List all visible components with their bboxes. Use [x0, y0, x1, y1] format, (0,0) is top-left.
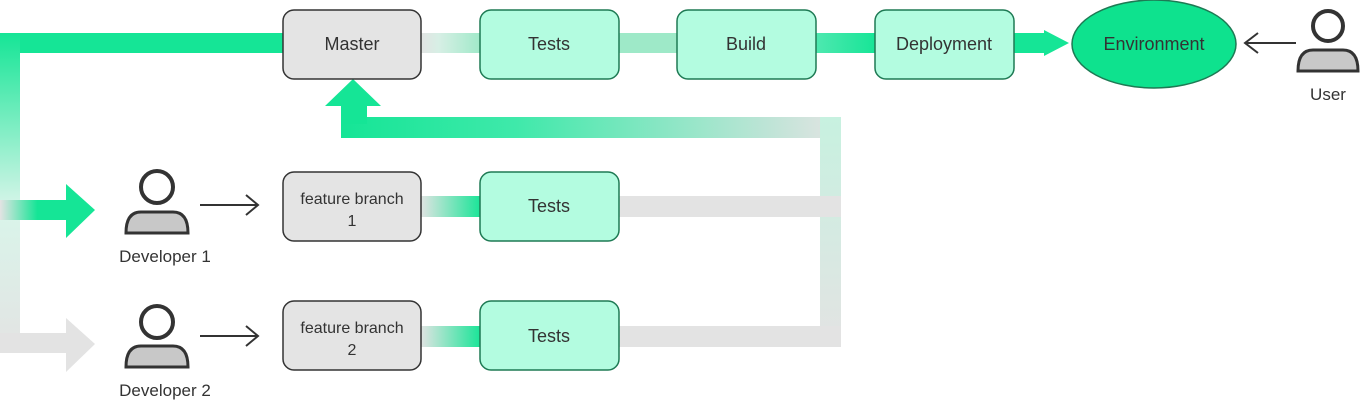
dev2-arrow-icon [200, 325, 260, 347]
arrow-icon [1243, 32, 1296, 54]
top-flow-deploy-env [1012, 33, 1046, 53]
f2-flow-short [420, 326, 482, 347]
feature-branch-1-node: feature branch 1 [282, 171, 422, 242]
build-label: Build [726, 34, 766, 54]
developer2-label: Developer 2 [119, 381, 211, 400]
top-flow-master-tests [420, 33, 482, 53]
dev1-arrow-icon [200, 194, 260, 216]
environment-node: Environment [1071, 0, 1237, 89]
developer1-person-icon [124, 169, 190, 235]
deployment-node: Deployment [874, 9, 1015, 80]
flow-to-dev1 [0, 200, 68, 220]
tests-f2-label: Tests [528, 326, 570, 346]
tests-f1-label: Tests [528, 196, 570, 216]
deployment-label: Deployment [896, 34, 992, 54]
top-flow-left [0, 33, 284, 53]
feature-branch-2-node: feature branch 2 [282, 300, 422, 371]
master-label: Master [324, 34, 379, 54]
return-flow-horizontal [341, 117, 841, 138]
flow-arrow-dev1 [66, 184, 95, 238]
flow-arrow-dev2 [66, 318, 95, 372]
left-flow-vertical [0, 33, 20, 353]
feature2-line1: feature branch [300, 320, 403, 337]
build-node: Build [676, 9, 817, 80]
return-flow-stub [341, 104, 367, 124]
environment-label: Environment [1103, 34, 1204, 54]
flow-arrow-master [325, 79, 381, 106]
tests-f1-node: Tests [479, 171, 620, 242]
return-flow-vertical [820, 117, 841, 347]
top-flow-tests-build [617, 33, 679, 53]
f1-flow-right [617, 196, 841, 217]
tests-f2-node: Tests [479, 300, 620, 371]
feature1-line2: 1 [348, 213, 357, 230]
feature2-line2: 2 [348, 342, 357, 359]
user-person-icon [1296, 9, 1360, 73]
user-label: User [1310, 85, 1346, 104]
developer1-label: Developer 1 [119, 247, 211, 266]
flow-arrow-env [1044, 30, 1069, 56]
master-node: Master [282, 9, 422, 80]
f1-flow-short [420, 196, 482, 217]
tests-main-label: Tests [528, 34, 570, 54]
tests-main-node: Tests [479, 9, 620, 80]
feature1-line1: feature branch [300, 191, 403, 208]
f2-flow-right [617, 326, 841, 347]
top-flow-build-deploy [815, 33, 877, 53]
flow-to-dev2 [0, 333, 68, 353]
developer2-person-icon [124, 304, 190, 369]
